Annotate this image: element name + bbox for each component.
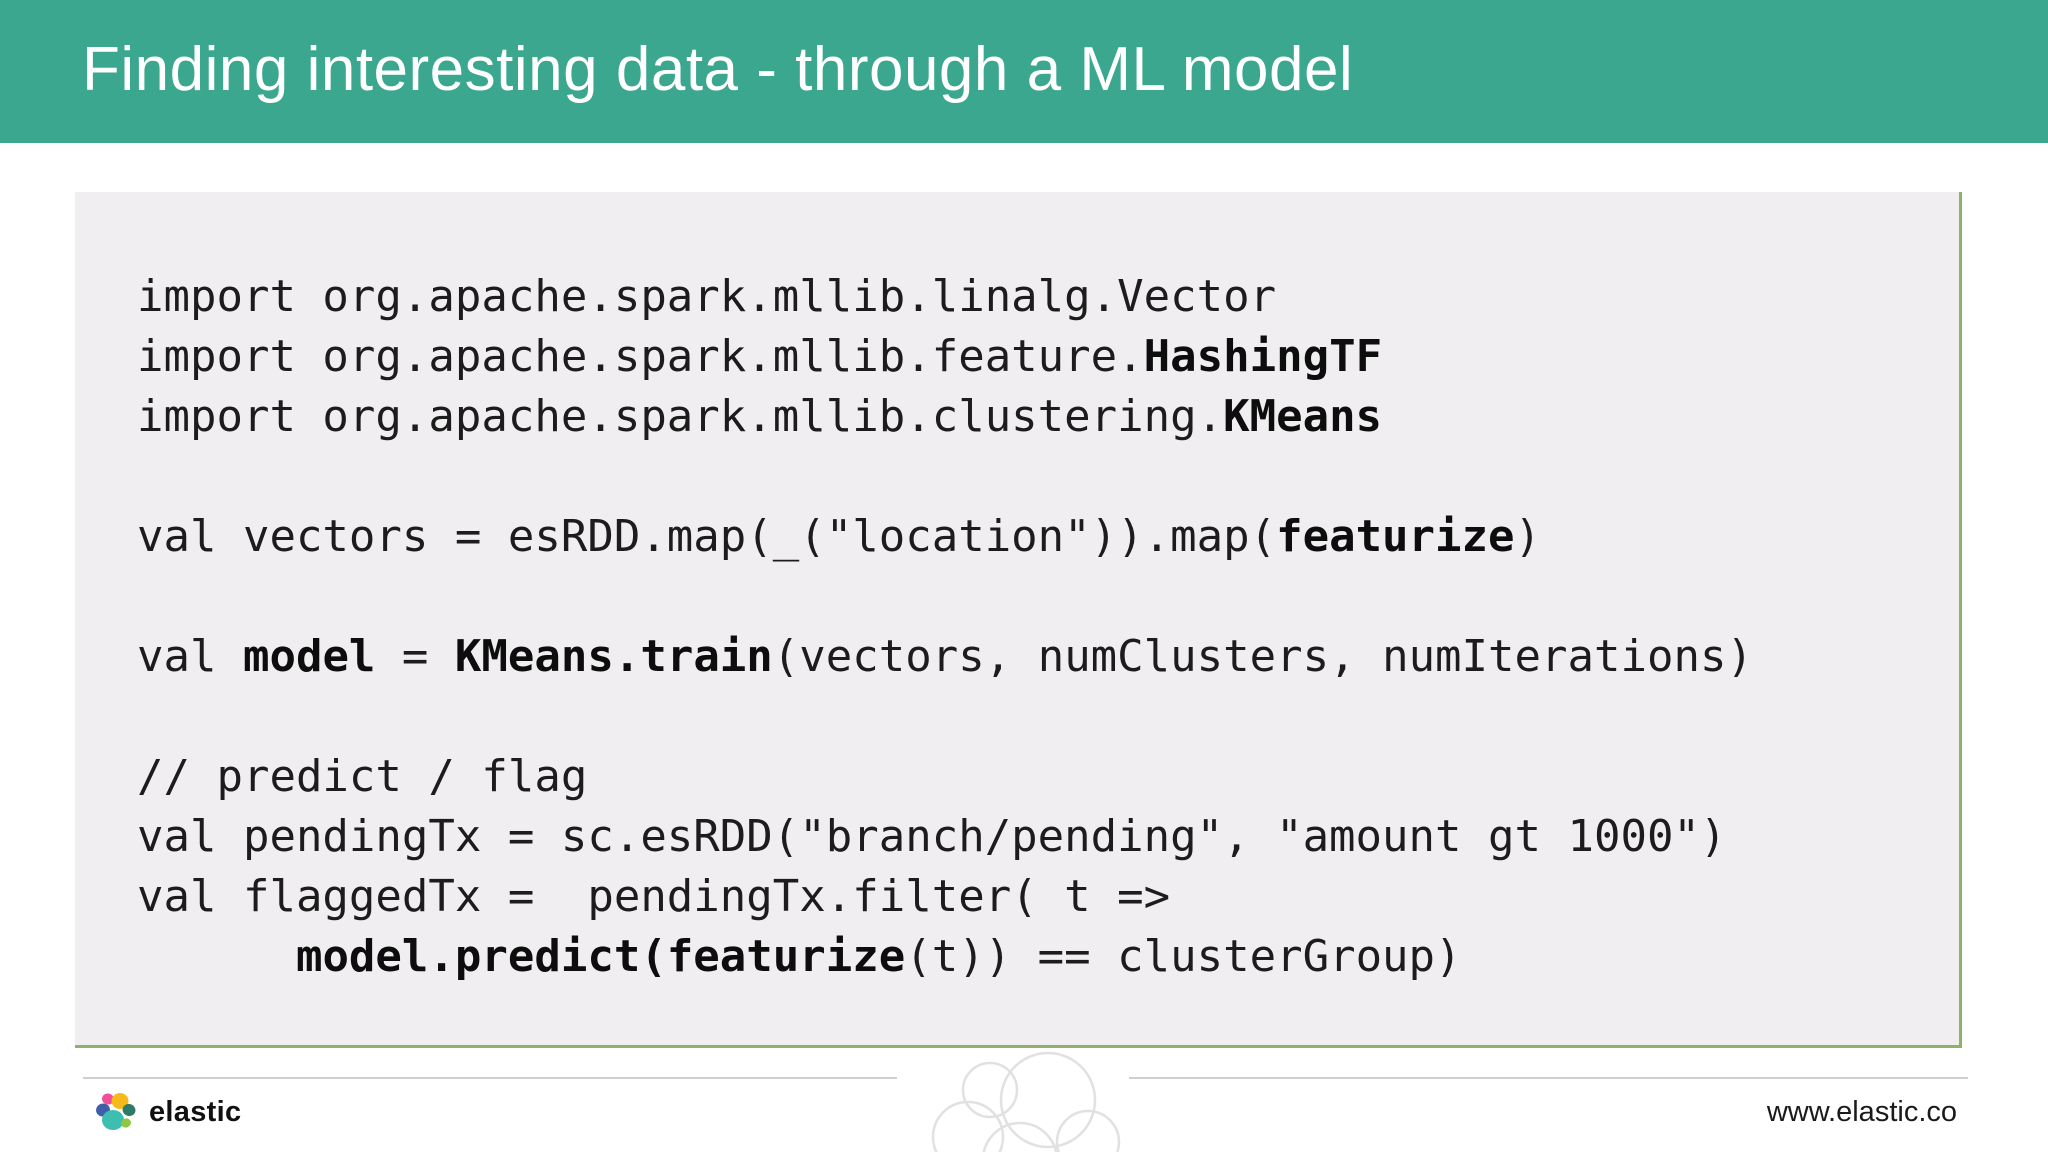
code-line: val flaggedTx = pendingTx.filter( t => <box>137 871 1171 922</box>
code-line: // predict / flag <box>137 751 588 802</box>
code-line <box>137 567 1959 627</box>
code-line: val vectors = esRDD.map(_("location")).m… <box>137 511 1542 562</box>
code-line: import org.apache.spark.mllib.linalg.Vec… <box>137 271 1277 322</box>
code-line: val pendingTx = sc.esRDD("branch/pending… <box>137 811 1727 862</box>
code-line <box>137 447 1959 507</box>
code-line: import org.apache.spark.mllib.feature.Ha… <box>137 331 1383 382</box>
slide-header: Finding interesting data - through a ML … <box>0 0 2048 143</box>
code-line: import org.apache.spark.mllib.clustering… <box>137 391 1383 442</box>
footer-website: www.elastic.co <box>1766 1096 1957 1128</box>
footer-brand: elastic <box>95 1088 241 1136</box>
code-line <box>137 687 1959 747</box>
slide-title: Finding interesting data - through a ML … <box>82 35 1354 104</box>
code-lines: import org.apache.spark.mllib.linalg.Vec… <box>75 192 1959 987</box>
brand-name: elastic <box>149 1095 242 1128</box>
code-panel: import org.apache.spark.mllib.linalg.Vec… <box>75 192 1962 1048</box>
code-line: model.predict(featurize(t)) == clusterGr… <box>295 931 1462 982</box>
elastic-logo-icon <box>96 1093 136 1130</box>
code-line: val model = KMeans.train(vectors, numClu… <box>137 631 1753 682</box>
elastic-cluster-watermark-icon <box>931 1051 1121 1152</box>
